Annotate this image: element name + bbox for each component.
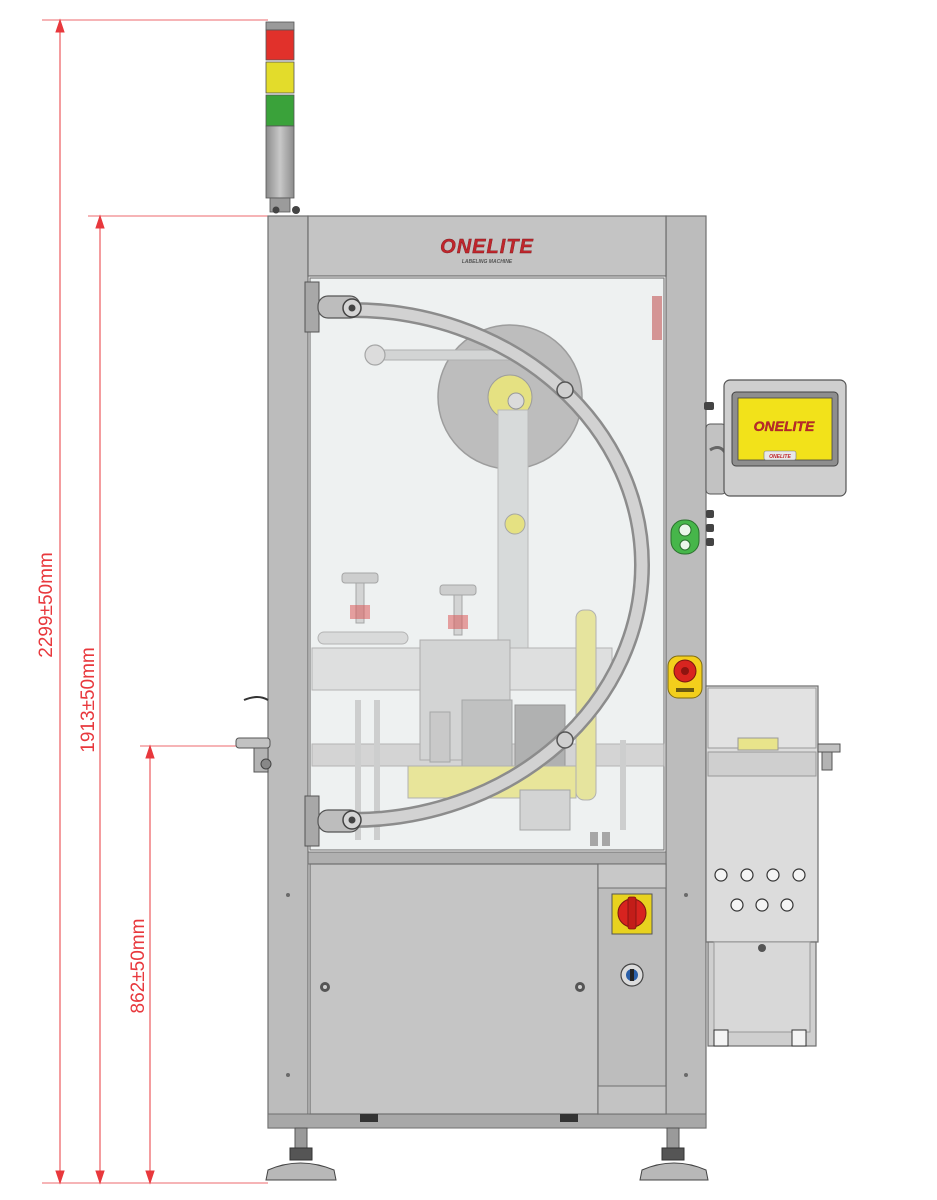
left-table-bracket (235, 696, 272, 773)
door-hinge-top (304, 281, 362, 333)
door-hinge-bottom (304, 795, 362, 847)
touch-screen-icon[interactable] (705, 379, 847, 497)
key-switch-icon[interactable] (620, 963, 644, 987)
dimension-lines (42, 18, 268, 1185)
machine-foot-right (639, 1127, 709, 1181)
start-button-icon[interactable] (670, 519, 700, 555)
dimension-frame-height: 1913±50mm (78, 647, 99, 752)
dimension-table-height: 862±50mm (128, 919, 149, 1014)
main-switch-icon[interactable] (611, 893, 653, 935)
brand-logo: ONELITE (440, 236, 534, 258)
dimension-overall-height: 2299±50mm (36, 552, 57, 657)
machine-foot-left (265, 1127, 337, 1181)
brand-logo-tagline: LABELING MACHINE (462, 259, 513, 265)
emergency-stop-icon[interactable] (667, 655, 703, 699)
machine-frame (267, 215, 707, 1129)
screen-logo: ONELITE (754, 418, 815, 434)
labeling-mechanism (311, 324, 665, 846)
screen-badge: ONELITE (769, 454, 791, 460)
signal-tower-icon (265, 21, 300, 214)
door-arc-guard (344, 302, 650, 828)
lower-cabinet (309, 863, 667, 1122)
right-cabinet (705, 685, 841, 1047)
